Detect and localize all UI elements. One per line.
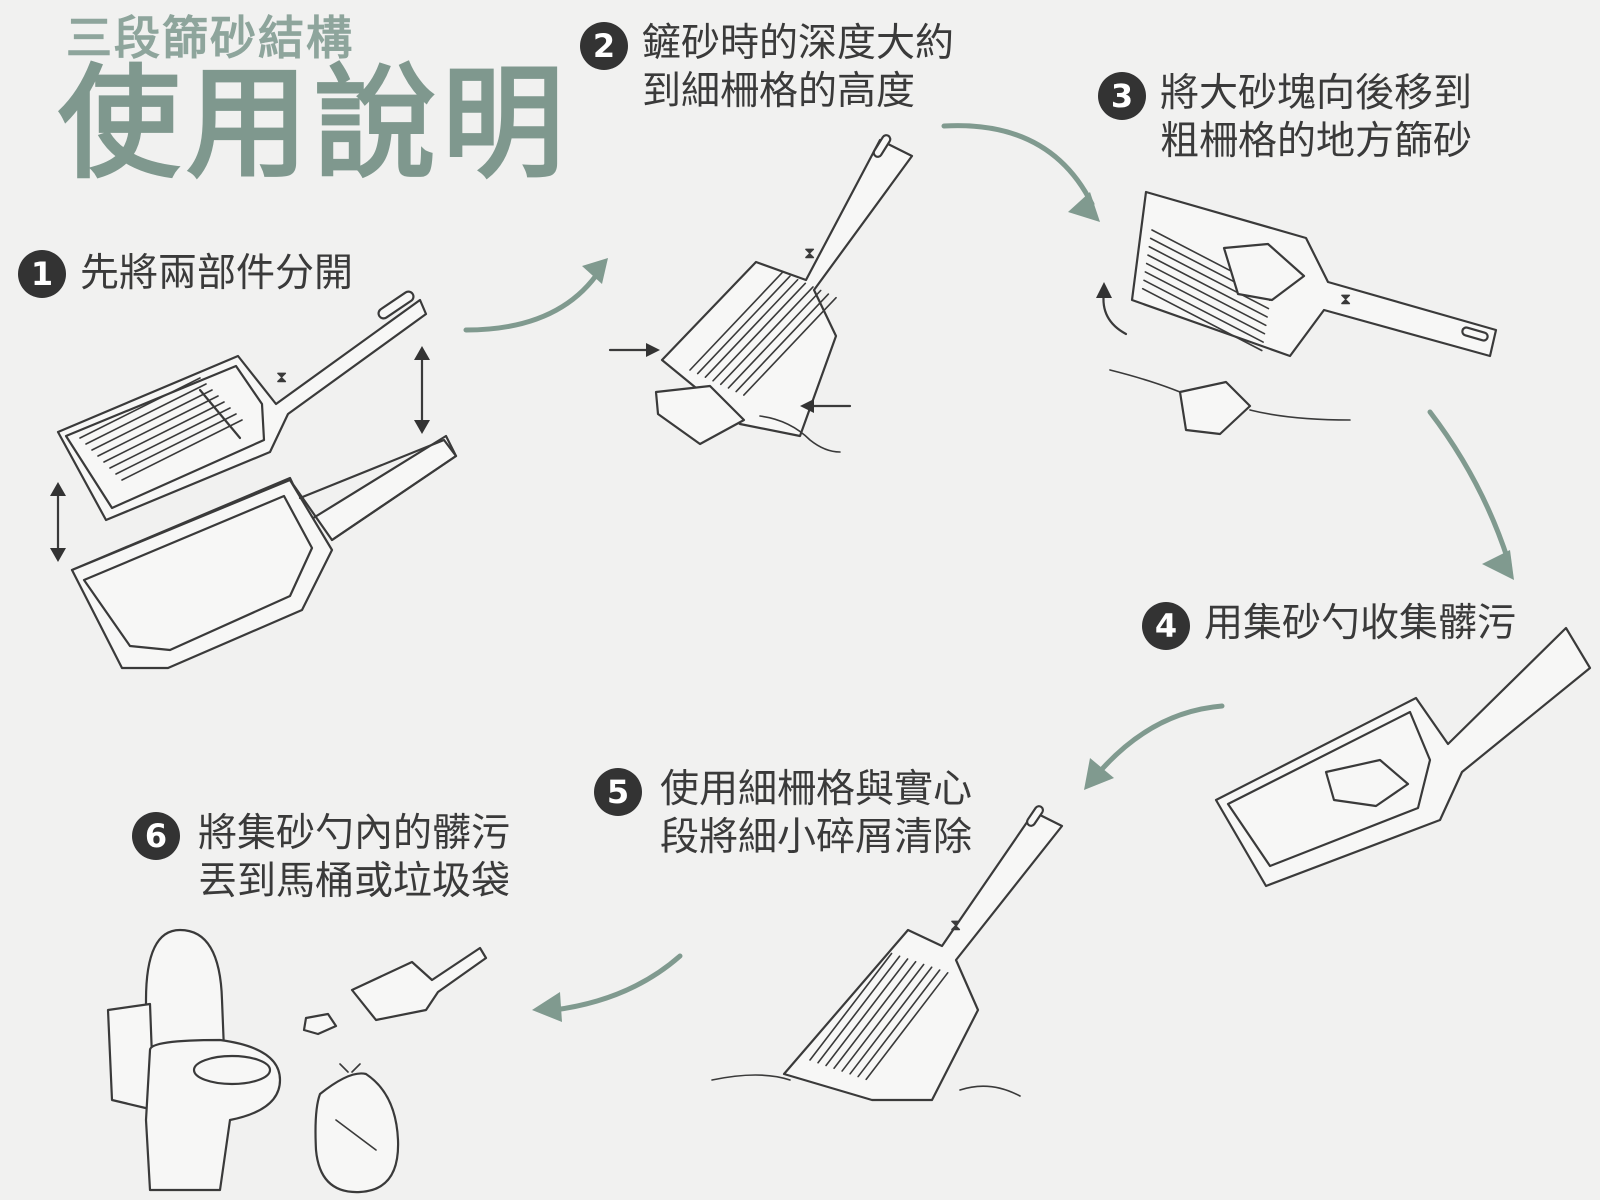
step-1-text-line-1: 先將兩部件分開 [80, 251, 354, 296]
svg-text:⧗: ⧗ [1340, 289, 1351, 308]
step-6-badge: 6 [132, 812, 180, 860]
svg-text:⧗: ⧗ [276, 367, 287, 386]
svg-text:⧗: ⧗ [804, 243, 815, 262]
step-6-text-line-2: 丟到馬桶或垃圾袋 [198, 859, 511, 904]
scoop-icon [302, 946, 488, 1036]
scoop-icon: ⧗ [1096, 190, 1498, 436]
scoop-icon [1214, 626, 1592, 888]
step-5-text-line-1: 使用細柵格與實心 [660, 767, 973, 812]
flow-arrow-icon [1427, 409, 1514, 580]
flow-arrow-icon [941, 123, 1100, 222]
step-4-badge: 4 [1142, 602, 1190, 650]
litter-clump-icon [1324, 758, 1410, 808]
litter-clump-icon [1222, 242, 1306, 302]
litter-clump-icon [654, 384, 746, 446]
step-5-badge: 5 [594, 768, 642, 816]
step-5-text-line-2: 段將細小碎屑清除 [660, 815, 973, 860]
step-2-text-line-1: 鏟砂時的深度大約 [642, 21, 955, 66]
subtitle: 三段篩砂結構 [66, 11, 354, 65]
litter-clump-icon [1178, 380, 1252, 436]
step-2-badge: 2 [580, 22, 628, 70]
svg-text:⧗: ⧗ [950, 915, 961, 934]
step-6-text-line-1: 將集砂勺內的髒污 [198, 811, 511, 856]
trash-bag-icon [314, 1063, 400, 1194]
step-3-text-line-1: 將大砂塊向後移到 [1160, 71, 1473, 116]
step-3-text-line-2: 粗柵格的地方篩砂 [1160, 119, 1473, 164]
scoop-icon: ⧗ [608, 134, 914, 453]
step-4-text-line-1: 用集砂勺收集髒污 [1204, 601, 1517, 646]
toilet-icon [106, 928, 282, 1192]
scoop-icon: ⧗ [50, 290, 458, 670]
step-2-text-line-2: 到細柵格的高度 [642, 69, 916, 114]
step-3-badge: 3 [1098, 72, 1146, 120]
flow-arrow-icon [532, 953, 683, 1022]
litter-clump-icon [302, 1012, 338, 1036]
step-1-badge: 1 [18, 250, 66, 298]
scoop-icon: ⧗ [711, 805, 1064, 1102]
flow-arrow-icon [463, 258, 608, 333]
page-title: 使用說明 [58, 53, 570, 195]
flow-arrow-icon [1084, 703, 1225, 790]
